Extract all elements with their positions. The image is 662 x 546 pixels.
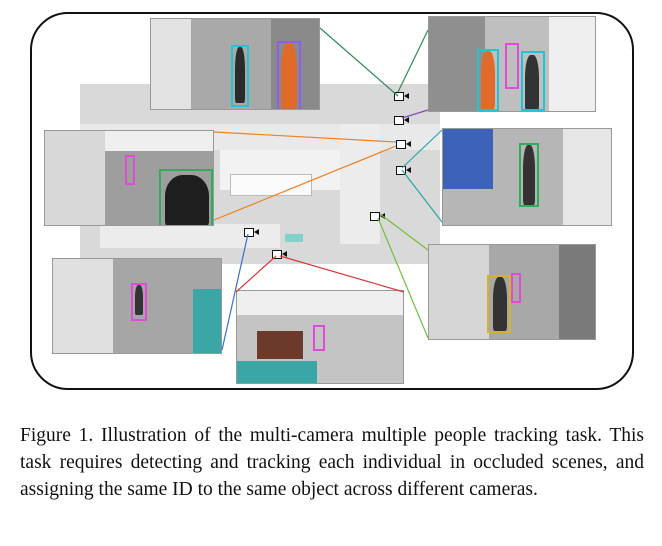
camera-view-bottom-center bbox=[236, 290, 404, 384]
camera-view-bottom-left bbox=[52, 258, 222, 354]
camera-icon bbox=[244, 228, 259, 237]
camera-view-top-center bbox=[150, 18, 320, 110]
caption-text: Illustration of the multi-camera multipl… bbox=[20, 425, 645, 500]
camera-view-top-right bbox=[428, 16, 596, 112]
figure-caption: Figure 1. Illustration of the multi-came… bbox=[20, 422, 644, 503]
camera-icon bbox=[394, 92, 409, 101]
camera-icon bbox=[394, 116, 409, 125]
camera-view-left bbox=[44, 130, 214, 226]
camera-view-right-middle bbox=[442, 128, 612, 226]
camera-icon bbox=[396, 140, 411, 149]
caption-label: Figure 1. bbox=[20, 425, 94, 446]
camera-view-bottom-right bbox=[428, 244, 596, 340]
camera-icon bbox=[370, 212, 385, 221]
camera-icon bbox=[272, 250, 287, 259]
camera-icon bbox=[396, 166, 411, 175]
